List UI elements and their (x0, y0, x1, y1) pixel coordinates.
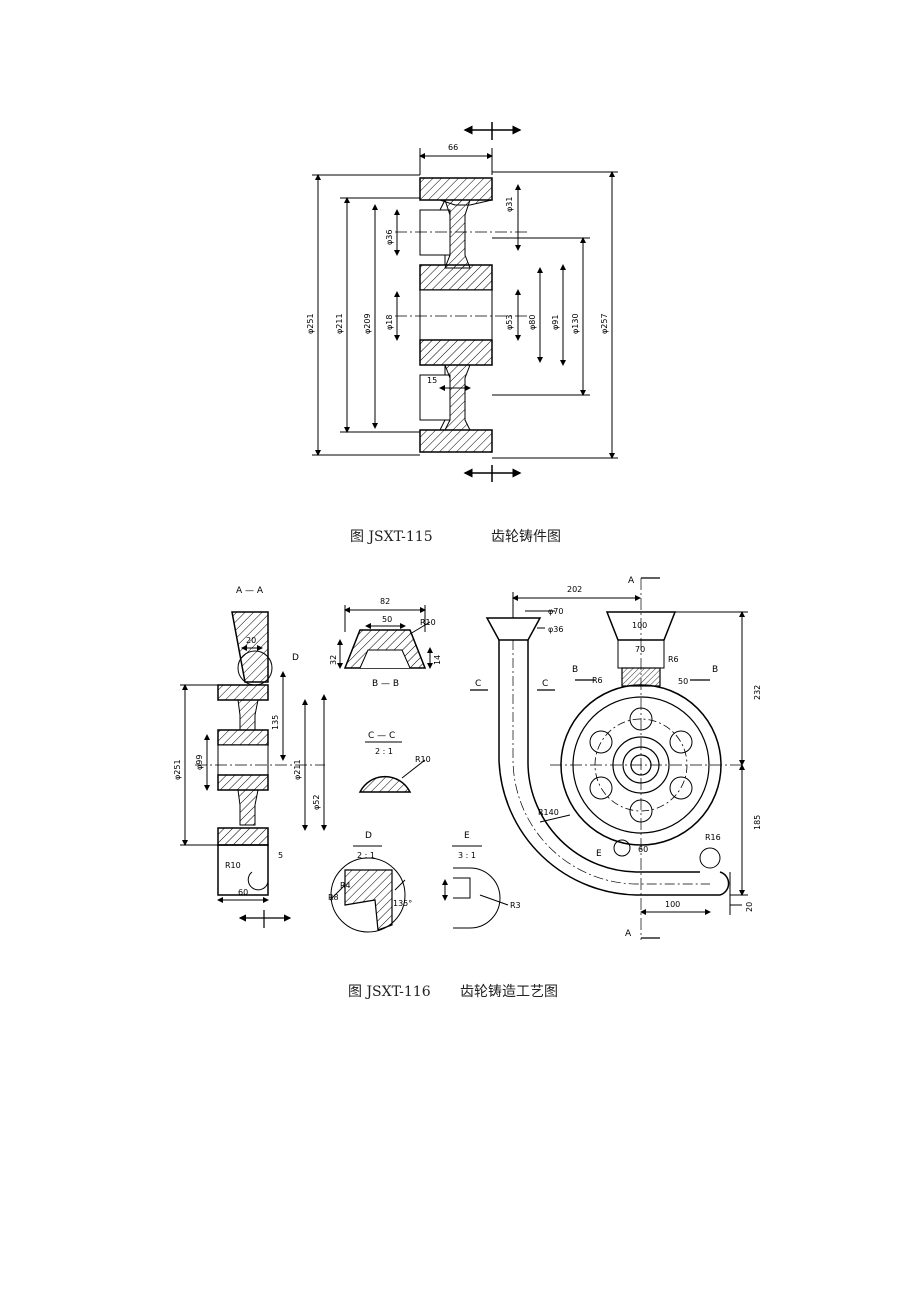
dim-d130: φ130 (571, 313, 580, 334)
dim-d-r8: R8 (328, 893, 339, 902)
section-c-mark-right: C (542, 679, 548, 689)
section-a-mark-top: A (628, 576, 635, 586)
dim-aa-r10: R10 (225, 861, 241, 870)
dim-d251: φ251 (306, 313, 315, 334)
figure2-section-bb-labels: 82 50 R10 32 14 B — B (329, 597, 442, 689)
dim-aa-d52: φ52 (312, 795, 321, 810)
dim-aa-135: 135 (271, 715, 280, 730)
detail-d-title: D (365, 831, 372, 841)
section-aa-title: A — A (236, 586, 264, 596)
figure2-plan-view (470, 577, 748, 940)
dim-d-r4: R4 (340, 881, 351, 890)
figure2-detail-e (442, 845, 509, 929)
section-cc-scale: 2 : 1 (375, 747, 393, 756)
dim-plan-202: 202 (567, 585, 582, 594)
figure1-gear-casting (312, 122, 618, 482)
figure2-section-aa-labels: A — A 20 D 135 φ251 φ99 φ211 φ52 R10 5 6… (173, 586, 321, 897)
view-arrow-bottom (463, 465, 522, 482)
dim-aa-d251: φ251 (173, 759, 182, 780)
dim-plan-60: 60 (638, 845, 648, 854)
figure2-caption-id: 图 JSXT-116 (348, 984, 431, 1000)
dim-15: 15 (427, 376, 437, 385)
section-bb-title: B — B (372, 679, 399, 689)
figure1-dimension-labels: 66 φ31 φ36 φ18 φ53 φ80 φ91 φ130 φ257 φ25… (306, 143, 609, 385)
dim-plan-100a: 100 (632, 621, 647, 630)
figure2-plan-view-labels: 202 φ70 φ36 100 70 R6 R6 50 232 R140 60 … (475, 576, 762, 939)
section-a-mark-bottom: A (625, 929, 632, 939)
dim-plan-100b: 100 (665, 900, 680, 909)
dim-plan-d36: φ36 (548, 625, 563, 634)
dim-d211: φ211 (335, 313, 344, 334)
detail-e-scale: 3 : 1 (458, 851, 476, 860)
detail-e-title: E (464, 831, 470, 841)
dim-d53: φ53 (505, 315, 514, 330)
section-b-mark-left: B (572, 665, 578, 675)
dim-66: 66 (448, 143, 458, 152)
dim-cc-r10: R10 (415, 755, 431, 764)
dim-aa-d211: φ211 (293, 759, 302, 780)
detail-d-scale: 2 : 1 (357, 851, 375, 860)
dim-bb-14: 14 (433, 655, 442, 665)
dim-d80: φ80 (528, 315, 537, 330)
dim-plan-20: 20 (745, 902, 754, 912)
dim-plan-d70: φ70 (548, 607, 563, 616)
figure2-section-bb (337, 605, 433, 669)
dim-d36: φ36 (385, 230, 394, 245)
figure2-detail-d-labels: D 2 : 1 R8 R4 135° (328, 831, 412, 908)
dim-aa-d99: φ99 (195, 755, 204, 770)
figure2-caption-title: 齿轮铸造工艺图 (460, 984, 558, 1000)
figure2-section-cc (358, 741, 426, 793)
figure1-caption-title: 齿轮铸件图 (491, 529, 561, 545)
dim-plan-185: 185 (753, 815, 762, 830)
figure2-detail-e-labels: E 3 : 1 R3 (458, 831, 521, 910)
dim-plan-232: 232 (753, 685, 762, 700)
dim-aa-60: 60 (238, 888, 248, 897)
dim-bb-82: 82 (380, 597, 390, 606)
figure2-section-aa (180, 611, 327, 928)
dim-plan-70: 70 (635, 645, 645, 654)
dim-e-r3: R3 (510, 901, 521, 910)
dim-d209: φ209 (363, 313, 372, 334)
dim-plan-r140: R140 (538, 808, 559, 817)
section-cc-title: C — C (368, 731, 395, 741)
dim-d-135: 135° (393, 899, 412, 908)
view-arrow-top (463, 122, 522, 140)
section-c-mark-left: C (475, 679, 481, 689)
dim-aa-5: 5 (278, 851, 283, 860)
figure2-section-cc-labels: C — C 2 : 1 R10 (368, 731, 431, 764)
dim-bb-32: 32 (329, 655, 338, 665)
dim-plan-r6b: R6 (668, 655, 679, 664)
dim-plan-r16: R16 (705, 833, 721, 842)
section-b-mark-right: B (712, 665, 718, 675)
dim-plan-r6a: R6 (592, 676, 603, 685)
dim-plan-50: 50 (678, 677, 688, 686)
dim-d18: φ18 (385, 315, 394, 330)
figure1-caption-id: 图 JSXT-115 (350, 529, 433, 545)
figure2-detail-d (329, 845, 406, 933)
dim-d257: φ257 (600, 313, 609, 334)
dim-bb-r10: R10 (420, 618, 436, 627)
detail-e-marker: E (596, 849, 602, 859)
dim-bb-50: 50 (382, 615, 392, 624)
dim-d91: φ91 (551, 315, 560, 330)
dim-aa-20: 20 (246, 636, 256, 645)
dim-d31: φ31 (505, 197, 514, 212)
detail-d-marker: D (292, 653, 299, 663)
